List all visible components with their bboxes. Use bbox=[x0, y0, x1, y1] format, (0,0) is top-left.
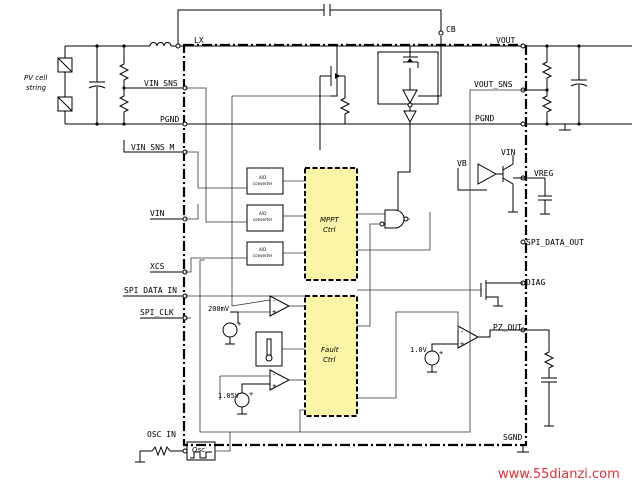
osc-label: Osc bbox=[192, 446, 205, 454]
pin-pgnd-left: PGND bbox=[160, 115, 179, 124]
pin-vb: VB bbox=[457, 159, 467, 168]
pv-label-line1: PV cell bbox=[24, 74, 47, 82]
svg-text:+: + bbox=[272, 382, 276, 390]
pv-label-line2: string bbox=[26, 84, 47, 92]
pv-cell-string: PV cell string bbox=[24, 46, 73, 124]
pin-spi-data-in: SPI DATA IN bbox=[124, 286, 177, 295]
svg-text:-: - bbox=[272, 297, 276, 305]
pin-lx: LX bbox=[194, 36, 204, 45]
adc-block-2: A/D converter bbox=[246, 204, 284, 232]
adc3-line2: converter bbox=[253, 253, 273, 258]
mppt-ctrl-block: MPPT Ctrl bbox=[304, 167, 358, 281]
comparator-200mv: - + + 200mV bbox=[208, 295, 305, 345]
input-sense-divider bbox=[118, 44, 185, 153]
oscillator: Osc bbox=[135, 409, 305, 463]
internal-wiring bbox=[185, 87, 330, 319]
adc3-line1: A/D bbox=[259, 247, 266, 252]
vreg-regulator bbox=[457, 155, 552, 215]
pin-vin-right: VIN bbox=[501, 148, 516, 157]
input-capacitor bbox=[88, 44, 106, 126]
diag-driver bbox=[357, 280, 523, 307]
output-network bbox=[523, 44, 588, 131]
svg-text:+: + bbox=[460, 340, 464, 348]
svg-text:+: + bbox=[249, 390, 253, 398]
pin-vin-sns: VIN_SNS bbox=[144, 79, 178, 88]
ref-1v0: 1.0V bbox=[410, 346, 428, 354]
adc1-line1: A/D bbox=[259, 175, 266, 180]
pin-pgnd-right: PGND bbox=[475, 114, 494, 123]
bootstrap-capacitor bbox=[177, 4, 442, 46]
pin-osc-in: OSC IN bbox=[147, 430, 176, 439]
adc2-line2: converter bbox=[253, 217, 273, 222]
ref-1v05: 1.05V bbox=[218, 392, 240, 400]
left-pins: VIN_SNS PGND VIN_SNS_M VIN XCS SPI DATA … bbox=[123, 79, 188, 454]
svg-text:+: + bbox=[272, 308, 276, 316]
rail-lines bbox=[65, 45, 632, 125]
adc-block-3: A/D converter bbox=[246, 241, 284, 266]
pin-cb: CB bbox=[446, 25, 456, 34]
pin-vout: VOUT bbox=[496, 36, 515, 45]
svg-text:-: - bbox=[272, 371, 276, 379]
svg-text:+: + bbox=[439, 349, 443, 357]
right-pins: VOUT VOUT_SNS PGND VIN VB VREG SPI_DATA_… bbox=[457, 36, 584, 442]
svg-text:-: - bbox=[460, 328, 464, 336]
thermal-sensor bbox=[255, 331, 305, 367]
adc1-line2: converter bbox=[253, 181, 273, 186]
svg-text:+: + bbox=[237, 320, 241, 328]
pin-spi-data-out: SPI_DATA_OUT bbox=[526, 238, 584, 247]
pin-xcs: XCS bbox=[150, 262, 165, 271]
fault-line2: Ctrl bbox=[323, 356, 336, 364]
sgnd-ground bbox=[517, 445, 529, 453]
pin-vout-sns: VOUT_SNS bbox=[474, 80, 513, 89]
pin-spi-clk: SPI_CLK bbox=[140, 308, 174, 317]
pin-pz-out: PZ_OUT bbox=[493, 323, 522, 332]
pz-out-amplifier: - + + 1.0V bbox=[357, 311, 557, 427]
feedback-wiring bbox=[199, 89, 523, 433]
adc2-line1: A/D bbox=[259, 211, 266, 216]
ref-200mv: 200mV bbox=[208, 305, 230, 313]
power-switches bbox=[319, 36, 442, 210]
fault-ctrl-block: Fault Ctrl bbox=[304, 295, 358, 417]
comparator-1v05: - + + 1.05V bbox=[218, 369, 305, 415]
fault-line1: Fault bbox=[321, 346, 339, 354]
pin-diag: DIAG bbox=[526, 278, 545, 287]
ic-boundary bbox=[182, 43, 528, 447]
pin-vin-left: VIN bbox=[150, 209, 165, 218]
inductor bbox=[149, 42, 181, 49]
mppt-line2: Ctrl bbox=[323, 226, 336, 234]
pin-sgnd: SGND bbox=[503, 433, 522, 442]
and-gate bbox=[357, 209, 410, 327]
pin-vin-sns-m: VIN_SNS_M bbox=[131, 143, 175, 152]
watermark: www.55dianzi.com bbox=[498, 467, 620, 482]
mppt-line1: MPPT bbox=[320, 216, 339, 224]
pin-vreg: VREG bbox=[534, 169, 553, 178]
adc-block-1: A/D converter bbox=[246, 167, 284, 195]
